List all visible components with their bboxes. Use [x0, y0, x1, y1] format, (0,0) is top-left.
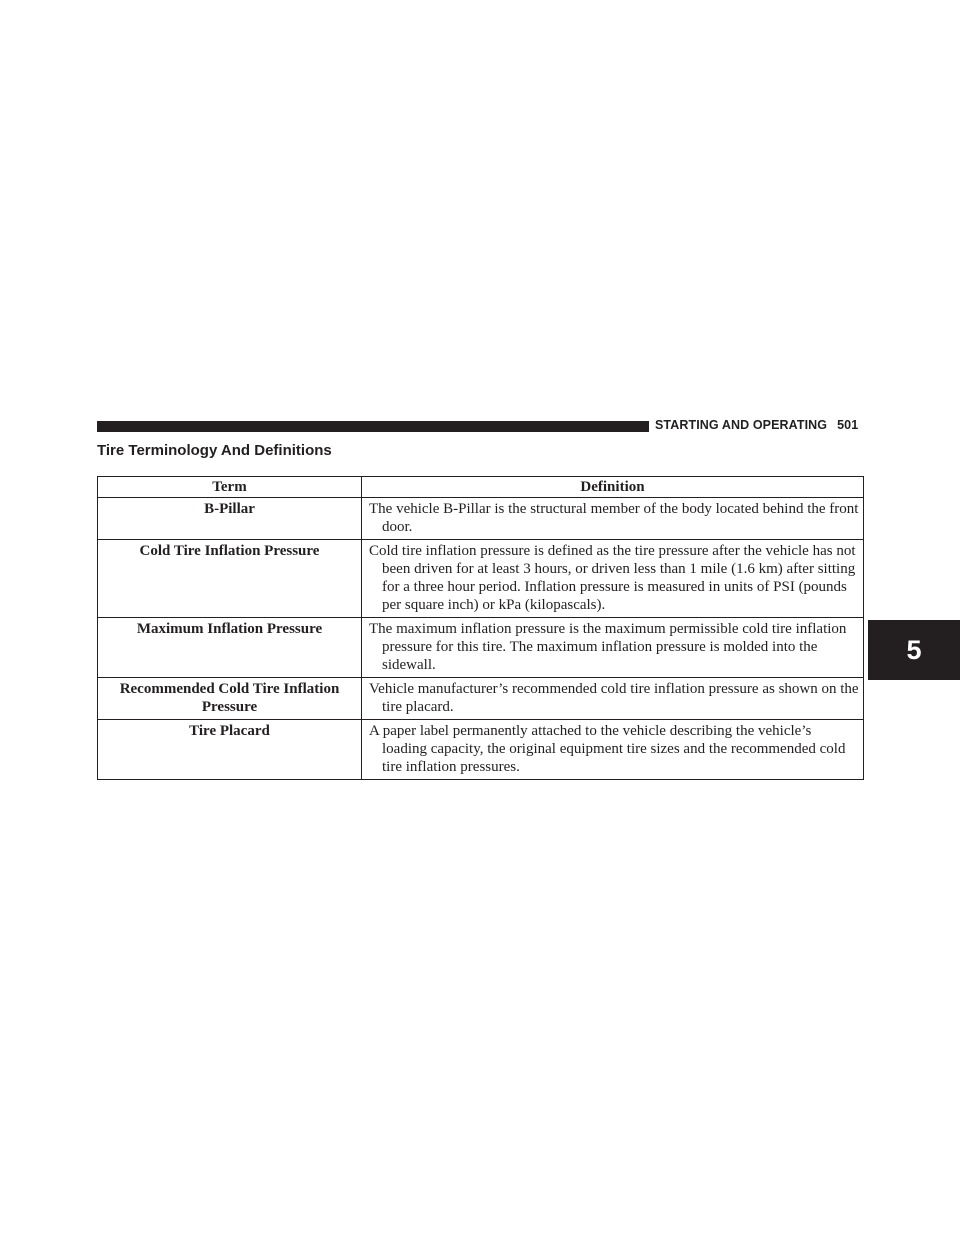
definition-text: Cold tire inflation pressure is defined … — [369, 543, 856, 613]
term-cell: Recommended Cold Tire Inflation Pressure — [97, 677, 362, 720]
definition-cell: The vehicle B-Pillar is the structural m… — [361, 497, 864, 540]
chapter-tab: 5 — [868, 620, 960, 680]
term-cell: Cold Tire Inflation Pressure — [97, 539, 362, 618]
terminology-table: Term Definition B-Pillar The vehicle B-P… — [97, 476, 864, 780]
term-cell: Maximum Inflation Pressure — [97, 617, 362, 678]
table-header-row: Term Definition — [97, 476, 864, 498]
table-row: Tire Placard A paper label permanently a… — [97, 719, 864, 780]
table-row: Cold Tire Inflation Pressure Cold tire i… — [97, 539, 864, 618]
definition-cell: The maximum inflation pressure is the ma… — [361, 617, 864, 678]
running-header: STARTING AND OPERATING 501 — [655, 418, 858, 432]
definition-cell: Vehicle manufacturer’s recommended cold … — [361, 677, 864, 720]
table-row: Maximum Inflation Pressure The maximum i… — [97, 617, 864, 678]
term-cell: B-Pillar — [97, 497, 362, 540]
header-section: STARTING AND OPERATING — [655, 418, 828, 432]
column-header-definition: Definition — [361, 476, 864, 498]
definition-cell: Cold tire inflation pressure is defined … — [361, 539, 864, 618]
table-row: B-Pillar The vehicle B-Pillar is the str… — [97, 497, 864, 540]
definition-text: Vehicle manufacturer’s recommended cold … — [369, 681, 859, 715]
term-cell: Tire Placard — [97, 719, 362, 780]
header-rule — [97, 421, 649, 432]
page-number: 501 — [837, 418, 859, 432]
definition-cell: A paper label permanently attached to th… — [361, 719, 864, 780]
definition-text: The vehicle B-Pillar is the structural m… — [369, 501, 859, 535]
table-row: Recommended Cold Tire Inflation Pressure… — [97, 677, 864, 720]
definition-text: The maximum inflation pressure is the ma… — [369, 621, 847, 673]
section-title: Tire Terminology And Definitions — [97, 442, 332, 459]
definition-text: A paper label permanently attached to th… — [369, 723, 846, 775]
column-header-term: Term — [97, 476, 362, 498]
